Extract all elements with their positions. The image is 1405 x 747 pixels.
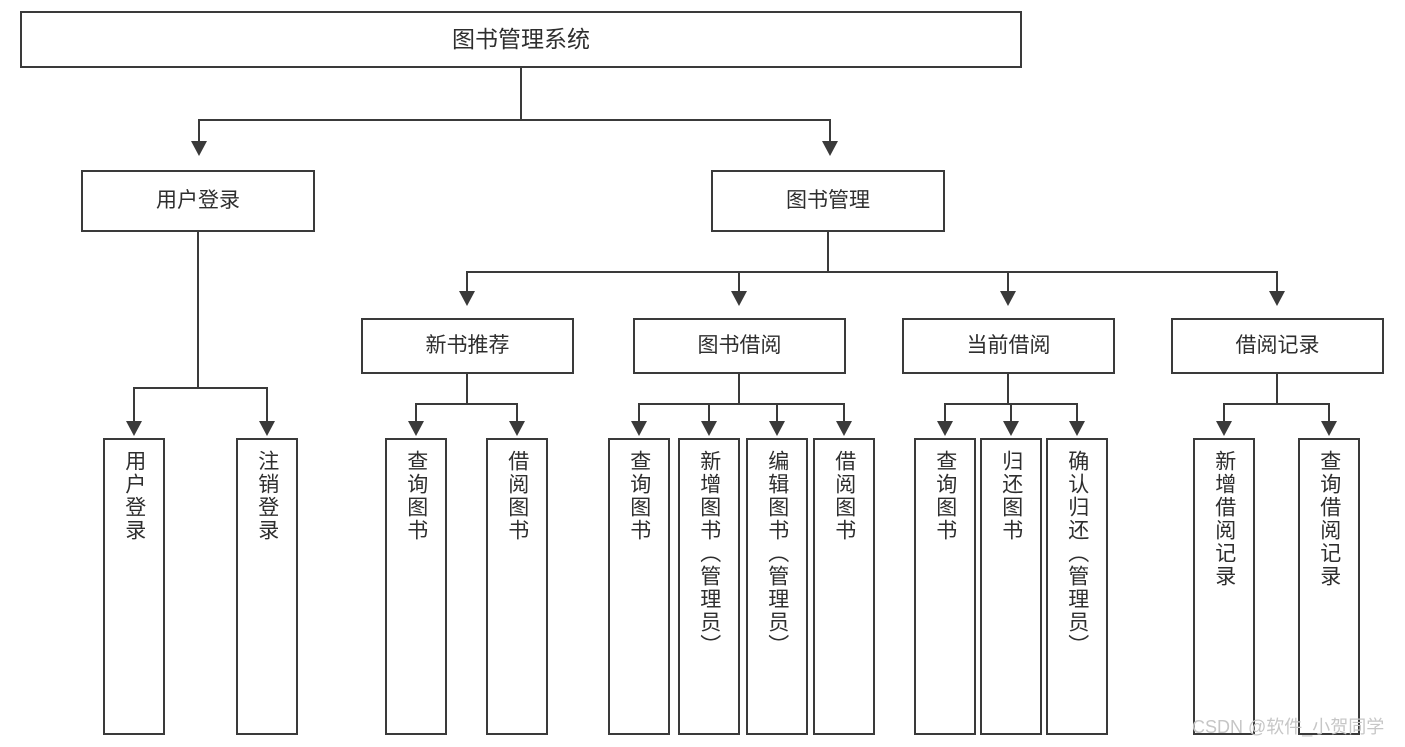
node-current-borrow-label: 当前借阅 [966, 334, 1051, 358]
connector-nbr-drop-1 [415, 403, 417, 421]
connector-lvl2-drop-1 [466, 271, 468, 291]
node-leaf-borrow-book-1[interactable]: 借阅图书 [486, 438, 548, 735]
arrowhead-to-user-login [191, 141, 207, 156]
connector-lvl2-drop-3 [1007, 271, 1009, 291]
node-leaf-add-book[interactable]: 新增图书（管理员） [678, 438, 740, 735]
arrowhead-to-leaf-borrow-book-1 [509, 421, 525, 436]
connector-root-bus [198, 119, 830, 121]
node-leaf-user-logout-label: 注销登录 [255, 450, 279, 542]
connector-br-bus [1223, 403, 1330, 405]
arrowhead-to-new-book-recommend [459, 291, 475, 306]
arrowhead-to-leaf-query-borrow-record [1321, 421, 1337, 436]
connector-cb-stem [1007, 374, 1009, 403]
node-leaf-user-logout[interactable]: 注销登录 [236, 438, 298, 735]
connector-br-stem [1276, 374, 1278, 403]
node-leaf-query-book-2[interactable]: 查询图书 [608, 438, 670, 735]
connector-nbr-stem [466, 374, 468, 403]
node-leaf-query-borrow-record-label: 查询借阅记录 [1317, 450, 1341, 588]
node-borrow-record[interactable]: 借阅记录 [1171, 318, 1384, 374]
node-current-borrow[interactable]: 当前借阅 [902, 318, 1115, 374]
node-leaf-add-borrow-record[interactable]: 新增借阅记录 [1193, 438, 1255, 735]
arrowhead-to-leaf-query-book-1 [408, 421, 424, 436]
node-leaf-confirm-return[interactable]: 确认归还（管理员） [1046, 438, 1108, 735]
connector-root-stem [520, 68, 522, 119]
arrowhead-to-leaf-user-login [126, 421, 142, 436]
arrowhead-to-leaf-borrow-book-2 [836, 421, 852, 436]
connector-nbr-bus [415, 403, 518, 405]
node-book-borrow-label: 图书借阅 [697, 334, 782, 358]
connector-user-login-stem [197, 232, 199, 387]
connector-root-drop-left [198, 119, 200, 141]
node-leaf-borrow-book-2-label: 借阅图书 [832, 450, 856, 542]
connector-br-drop-1 [1223, 403, 1225, 421]
connector-bb-bus [638, 403, 845, 405]
arrowhead-to-leaf-add-book [701, 421, 717, 436]
node-leaf-confirm-return-label: 确认归还（管理员） [1065, 450, 1089, 657]
node-leaf-query-book-3[interactable]: 查询图书 [914, 438, 976, 735]
connector-bb-stem [738, 374, 740, 403]
connector-bb-drop-3 [776, 403, 778, 421]
node-user-login[interactable]: 用户登录 [81, 170, 315, 232]
node-leaf-query-book-2-label: 查询图书 [627, 450, 651, 542]
node-leaf-return-book[interactable]: 归还图书 [980, 438, 1042, 735]
node-leaf-query-book-1[interactable]: 查询图书 [385, 438, 447, 735]
connector-user-login-drop-2 [266, 387, 268, 421]
node-leaf-query-book-1-label: 查询图书 [404, 450, 428, 542]
arrowhead-to-leaf-edit-book [769, 421, 785, 436]
arrowhead-to-current-borrow [1000, 291, 1016, 306]
connector-bb-drop-1 [638, 403, 640, 421]
connector-lvl2-drop-2 [738, 271, 740, 291]
node-leaf-add-book-label: 新增图书（管理员） [697, 450, 721, 657]
connector-cb-drop-3 [1076, 403, 1078, 421]
node-leaf-borrow-book-1-label: 借阅图书 [505, 450, 529, 542]
connector-br-drop-2 [1328, 403, 1330, 421]
connector-book-management-stem [827, 232, 829, 271]
node-new-book-recommend[interactable]: 新书推荐 [361, 318, 574, 374]
node-leaf-user-login-label: 用户登录 [122, 450, 146, 542]
node-new-book-recommend-label: 新书推荐 [425, 334, 510, 358]
connector-book-management-bus [466, 271, 1278, 273]
connector-bb-drop-4 [843, 403, 845, 421]
arrowhead-to-leaf-add-borrow-record [1216, 421, 1232, 436]
arrowhead-to-leaf-user-logout [259, 421, 275, 436]
node-leaf-edit-book[interactable]: 编辑图书（管理员） [746, 438, 808, 735]
connector-cb-drop-2 [1010, 403, 1012, 421]
connector-user-login-bus [133, 387, 268, 389]
connector-user-login-drop-1 [133, 387, 135, 421]
node-book-management[interactable]: 图书管理 [711, 170, 945, 232]
node-leaf-query-borrow-record[interactable]: 查询借阅记录 [1298, 438, 1360, 735]
connector-lvl2-drop-4 [1276, 271, 1278, 291]
node-book-management-label: 图书管理 [786, 189, 870, 213]
node-book-borrow[interactable]: 图书借阅 [633, 318, 846, 374]
connector-nbr-drop-2 [516, 403, 518, 421]
node-leaf-borrow-book-2[interactable]: 借阅图书 [813, 438, 875, 735]
arrowhead-to-leaf-query-book-2 [631, 421, 647, 436]
connector-root-drop-right [829, 119, 831, 141]
node-leaf-user-login[interactable]: 用户登录 [103, 438, 165, 735]
node-borrow-record-label: 借阅记录 [1235, 334, 1320, 358]
node-leaf-return-book-label: 归还图书 [999, 450, 1023, 542]
node-leaf-edit-book-label: 编辑图书（管理员） [765, 450, 789, 657]
arrowhead-to-borrow-record [1269, 291, 1285, 306]
node-user-login-label: 用户登录 [156, 189, 240, 213]
arrowhead-to-book-management [822, 141, 838, 156]
arrowhead-to-book-borrow [731, 291, 747, 306]
node-leaf-add-borrow-record-label: 新增借阅记录 [1212, 450, 1236, 588]
arrowhead-to-leaf-return-book [1003, 421, 1019, 436]
connector-bb-drop-2 [708, 403, 710, 421]
arrowhead-to-leaf-confirm-return [1069, 421, 1085, 436]
node-root-label: 图书管理系统 [452, 26, 590, 53]
arrowhead-to-leaf-query-book-3 [937, 421, 953, 436]
node-root[interactable]: 图书管理系统 [20, 11, 1022, 68]
connector-cb-drop-1 [944, 403, 946, 421]
node-leaf-query-book-3-label: 查询图书 [933, 450, 957, 542]
